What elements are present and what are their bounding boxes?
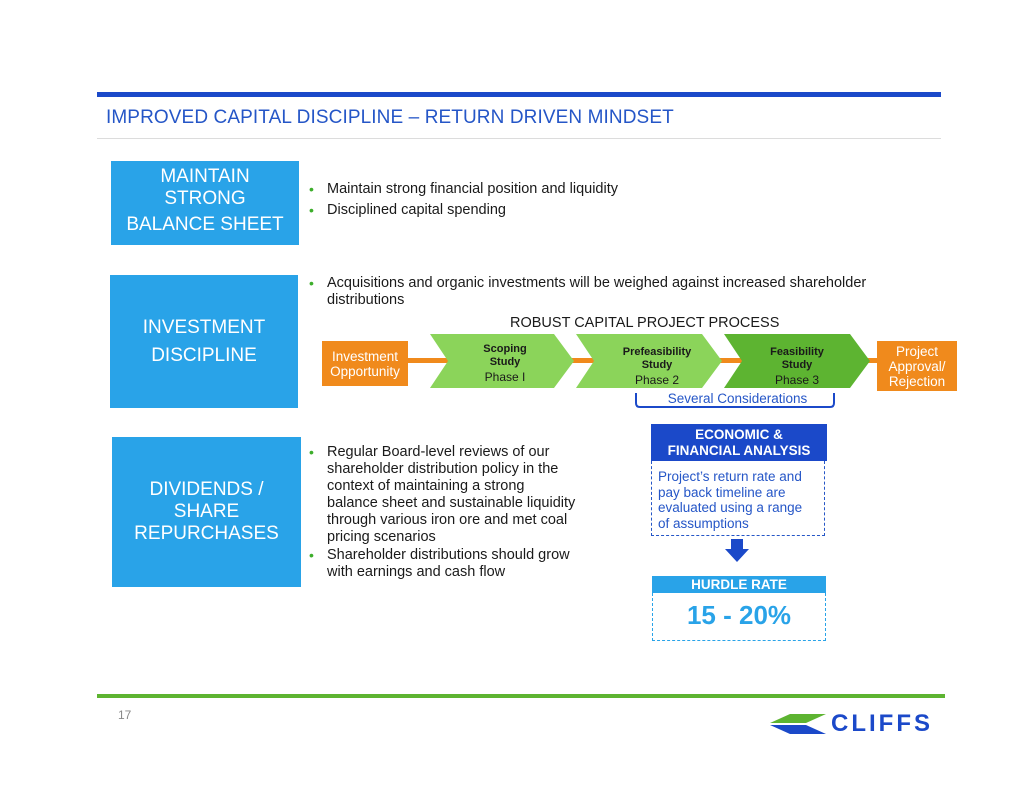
balance-sheet-box: MAINTAIN STRONG BALANCE SHEET — [111, 161, 299, 245]
dividends-label-line: REPURCHASES — [134, 523, 279, 544]
balance-sheet-label-line: STRONG — [164, 188, 246, 209]
econ-body-line: evaluated using a range — [658, 500, 803, 515]
feasibility-stage-label: Feasibility Study Phase 3 — [742, 346, 852, 387]
bullet-item: • Disciplined capital spending — [307, 202, 907, 219]
process-diagram — [408, 334, 908, 408]
bullet-dot-icon: • — [309, 275, 314, 291]
stage-phase: Phase I — [484, 370, 526, 384]
process-title: ROBUST CAPITAL PROJECT PROCESS — [510, 315, 780, 331]
end-label-line: Rejection — [888, 373, 946, 389]
stage-name-line: Study — [489, 356, 521, 368]
cliffs-logo-text: CLIFFS — [831, 710, 933, 737]
bullet-dot-icon: • — [309, 547, 314, 563]
dividends-label-line: SHARE — [173, 501, 240, 522]
bullet-text: with earnings and cash flow — [327, 564, 506, 580]
investment-label-line: DISCIPLINE — [151, 344, 257, 366]
prefeasibility-stage-label: Prefeasibility Study Phase 2 — [597, 346, 717, 387]
dividends-label-line: DIVIDENDS / — [149, 479, 264, 500]
dividends-box: DIVIDENDS / SHARE REPURCHASES — [112, 437, 301, 587]
bullet-text: Disciplined capital spending — [327, 202, 506, 218]
bullet-item: • Acquisitions and organic investments w… — [307, 275, 947, 309]
feasibility-chevron — [724, 334, 870, 388]
balance-sheet-label-line: BALANCE SHEET — [126, 214, 284, 235]
bullet-text: distributions — [327, 292, 405, 308]
prefeasibility-chevron — [576, 334, 722, 388]
bullet-text: Shareholder distributions should grow — [327, 547, 570, 563]
investment-label-line: INVESTMENT — [142, 316, 266, 338]
dividends-bullets: • Regular Board-level reviews of our sha… — [307, 444, 627, 581]
econ-body-line: of assumptions — [658, 515, 749, 531]
bullet-text: pricing scenarios — [327, 529, 436, 545]
bullet-dot-icon: • — [309, 202, 314, 218]
end-label-line: Project — [895, 343, 939, 359]
start-label-line: Opportunity — [330, 363, 400, 379]
economic-analysis-header: ECONOMIC & FINANCIAL ANALYSIS — [651, 424, 827, 461]
econ-head-line: ECONOMIC & — [695, 426, 783, 442]
bullet-item: • Maintain strong financial position and… — [307, 181, 907, 198]
page-number: 17 — [118, 708, 132, 722]
stage-name-line: Study — [641, 359, 673, 371]
bullet-text: shareholder distribution policy in the — [327, 461, 559, 477]
bullet-text: Regular Board-level reviews of our — [327, 444, 550, 460]
bullet-text: Acquisitions and organic investments wil… — [327, 275, 867, 291]
balance-sheet-bullets: • Maintain strong financial position and… — [307, 181, 907, 219]
stage-name-line: Study — [781, 359, 813, 371]
bullet-text: Maintain strong financial position and l… — [327, 181, 618, 197]
balance-sheet-label-line: MAINTAIN — [160, 166, 250, 187]
top-rule — [97, 92, 941, 97]
bullet-dot-icon: • — [309, 181, 314, 197]
econ-head-line: FINANCIAL ANALYSIS — [667, 442, 811, 458]
economic-analysis-body: Project’s return rate and pay back timel… — [651, 461, 825, 536]
cliffs-logo-icon — [770, 714, 826, 734]
stage-phase: Phase 2 — [634, 373, 680, 387]
stage-name-line: Scoping — [483, 343, 527, 355]
start-label-line: Investment — [331, 348, 399, 364]
end-label-line: Approval/ — [888, 358, 946, 374]
hurdle-rate-value: 15 - 20% — [652, 593, 826, 641]
several-considerations-label: Several Considerations — [667, 391, 808, 406]
bullet-text: through various iron ore and met coal — [327, 512, 568, 528]
investment-discipline-box: INVESTMENT DISCIPLINE — [110, 275, 298, 408]
bullet-item: • Shareholder distributions should grow … — [307, 547, 627, 581]
stage-phase: Phase 3 — [774, 373, 820, 387]
scoping-stage-label: Scoping Study Phase I — [450, 343, 560, 384]
stage-name-line: Prefeasibility — [622, 346, 692, 358]
page-title: IMPROVED CAPITAL DISCIPLINE – RETURN DRI… — [106, 107, 674, 128]
down-arrow-icon — [725, 539, 749, 562]
stage-name-line: Feasibility — [770, 346, 824, 358]
title-divider — [97, 138, 941, 139]
bullet-item: • Regular Board-level reviews of our sha… — [307, 444, 627, 546]
investment-opportunity-box: Investment Opportunity — [322, 341, 408, 386]
bullet-text: balance sheet and sustainable liquidity — [327, 495, 576, 511]
bullet-dot-icon: • — [309, 444, 314, 460]
hurdle-rate-header: HURDLE RATE — [652, 576, 826, 593]
bullet-text: context of maintaining a strong — [327, 478, 525, 494]
project-approval-box: Project Approval/ Rejection — [877, 341, 957, 391]
bracket-icon — [635, 393, 835, 408]
scoping-chevron — [430, 334, 574, 388]
investment-bullets: • Acquisitions and organic investments w… — [307, 275, 947, 309]
econ-body-line: pay back timeline are — [658, 484, 786, 500]
footer-rule — [97, 694, 945, 698]
econ-body-line: Project’s return rate and — [658, 469, 802, 484]
